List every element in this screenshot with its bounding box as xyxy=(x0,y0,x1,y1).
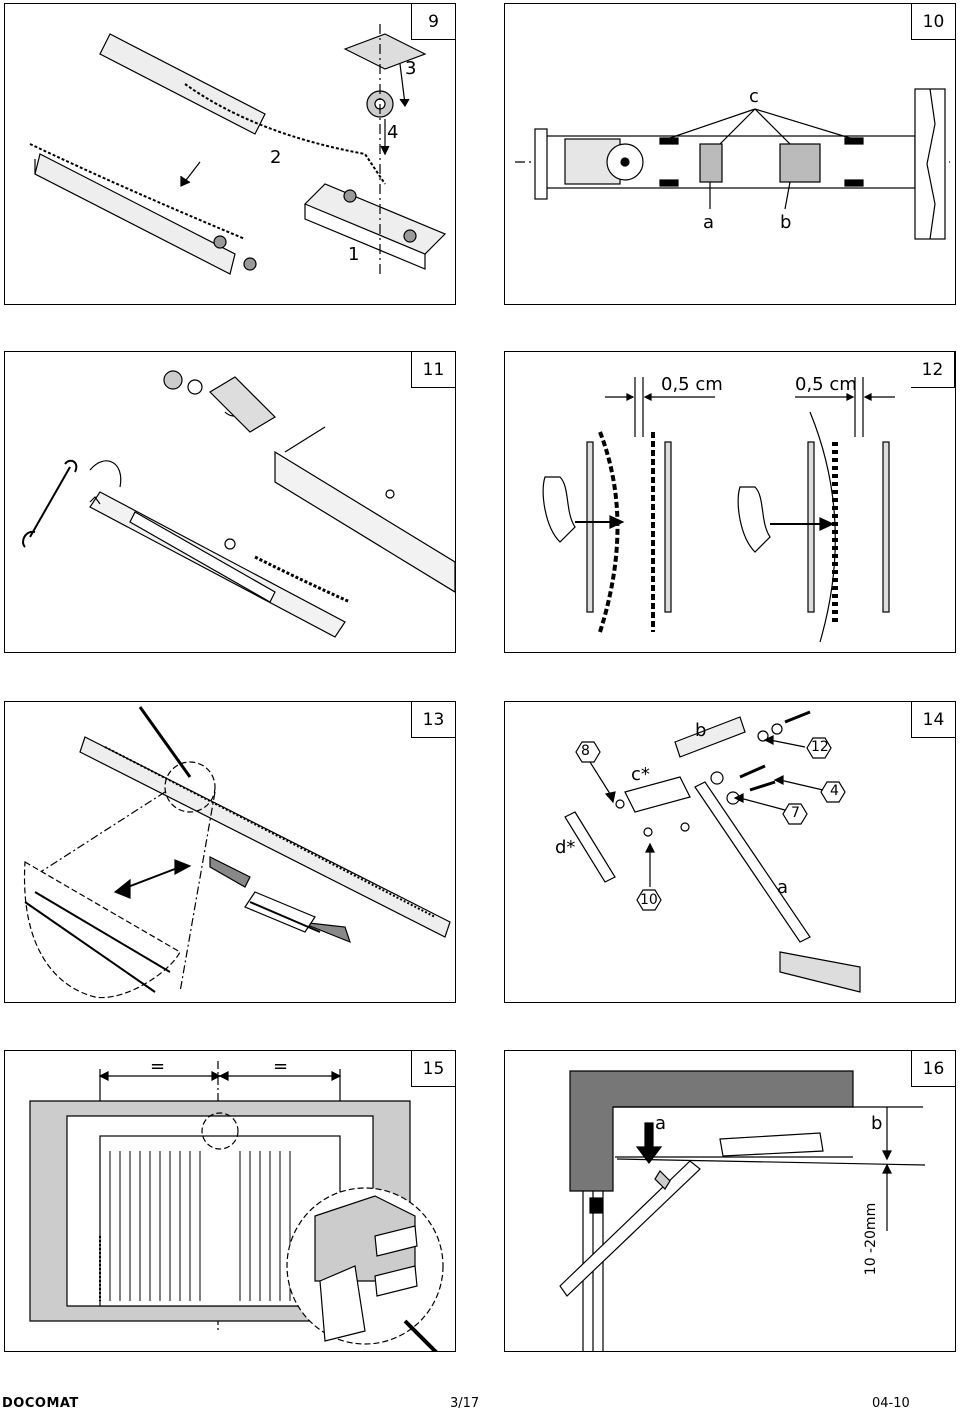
callout-c-star: c* xyxy=(631,764,650,785)
gap-label-belt: 0,5 cm xyxy=(795,374,857,395)
callout-10: 10 xyxy=(640,892,658,908)
callout-12: 12 xyxy=(811,739,829,755)
page-number: 3/17 xyxy=(450,1396,480,1411)
callout-3: 3 xyxy=(405,58,417,79)
panel-12: 12 0,5 cm 0,5 cm xyxy=(504,351,956,653)
document-date: 04-10 xyxy=(872,1396,910,1411)
panel-number: 10 xyxy=(911,4,955,40)
panel-number: 11 xyxy=(411,352,455,388)
callout-4: 4 xyxy=(830,783,839,799)
panel-15: 15 = = xyxy=(4,1050,456,1352)
panel-9: 9 3 4 2 1 xyxy=(4,3,456,305)
callout-c: c xyxy=(749,86,759,107)
panel-11: 11 xyxy=(4,351,456,653)
panel-13: 13 xyxy=(4,701,456,1003)
chain-tension-illustration xyxy=(515,88,950,240)
panel-number: 12 xyxy=(911,352,955,388)
brand-part-b: MAT xyxy=(46,1396,79,1411)
callout-b: b xyxy=(780,212,792,233)
distance-label: 10 -20mm xyxy=(863,1202,880,1276)
tensioner-assembly-illustration xyxy=(22,370,455,638)
panel-number: 15 xyxy=(411,1051,455,1087)
callout-8: 8 xyxy=(581,743,590,759)
gap-label-chain: 0,5 cm xyxy=(661,374,723,395)
callout-b: b xyxy=(695,720,707,741)
callout-a: a xyxy=(777,877,789,898)
callout-a: a xyxy=(703,212,715,233)
panel-10: 10 c a b xyxy=(504,3,956,305)
rail-sprocket-illustration xyxy=(29,24,447,275)
callout-7: 7 xyxy=(791,805,800,821)
equal-distance-right: = xyxy=(273,1056,289,1077)
panel-number: 13 xyxy=(411,702,455,738)
carriage-slide-illustration xyxy=(23,706,451,999)
panel-number: 14 xyxy=(911,702,955,738)
panel-number: 9 xyxy=(411,4,455,40)
panel-16: 16 a b 10 -20mm xyxy=(504,1050,956,1352)
callout-d-star: d* xyxy=(555,837,576,858)
brand-logo: DOCOMAT xyxy=(2,1396,79,1411)
equal-distance-left: = xyxy=(150,1056,166,1077)
panel-14: 14 8 b 12 c* 4 7 d* 10 a xyxy=(504,701,956,1003)
label-b: b xyxy=(871,1113,883,1134)
callout-4: 4 xyxy=(387,122,399,143)
rail-ceiling-clearance-illustration xyxy=(559,1070,926,1351)
callout-2: 2 xyxy=(270,147,282,168)
arm-assembly-exploded-illustration xyxy=(564,710,861,993)
label-a: a xyxy=(655,1113,667,1134)
brand-part-a: DOCO xyxy=(2,1396,47,1411)
chain-belt-deflection-illustration xyxy=(542,377,895,643)
panel-number: 16 xyxy=(911,1051,955,1087)
door-bracket-placement-illustration xyxy=(29,1061,444,1351)
callout-1: 1 xyxy=(348,244,360,265)
